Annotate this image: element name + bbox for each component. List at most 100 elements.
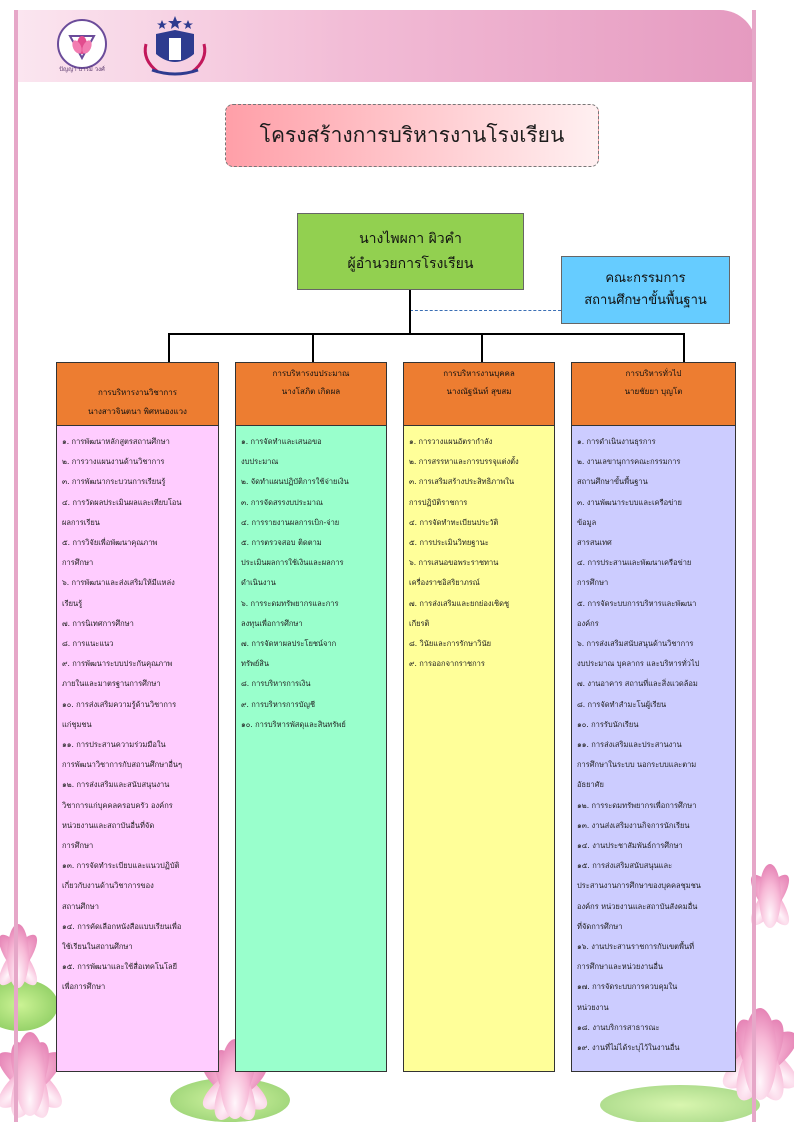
list-item: ๔. การจัดทำทะเบียนประวัติ xyxy=(409,517,499,527)
board-line2: สถานศึกษาขั้นพื้นฐาน xyxy=(584,293,707,308)
list-item: ๕. การประเมินวิทยฐานะ xyxy=(409,538,489,548)
list-item: ๓. การจัดสรรงบประมาณ xyxy=(241,497,323,507)
list-item: ๓. การเสริมสร้างประสิทธิภาพใน xyxy=(409,477,515,487)
column-header: การบริหารทั่วไป นายชัยยา บุญโต xyxy=(572,363,735,425)
director-name: นางไพผกา ผิวคำ xyxy=(359,231,462,247)
column-head-person: นางสาวจินตนา พิศหนองแวง xyxy=(88,406,187,416)
list-item: ๕. การตรวจสอบ ติดตาม xyxy=(241,538,322,548)
list-item: ๑. การพัฒนาหลักสูตรสถานศึกษา xyxy=(62,437,170,446)
list-item: ๖. การระดมทรัพยากรและการ xyxy=(241,598,339,608)
list-item: งบประมาณ xyxy=(241,457,279,467)
school-logo-icon xyxy=(57,19,107,69)
list-item: ๑๖. งานประสานราชการกับเขตพื้นที่ xyxy=(577,942,695,952)
list-item: ๕. การจัดระบบการบริหารและพัฒนา xyxy=(577,598,697,608)
list-item: ๑๐. การส่งเสริมความรู้ด้านวิชาการ xyxy=(62,699,177,709)
connector-drop-2 xyxy=(312,333,314,362)
list-item: องค์กร หน่วยงานและสถาบันสังคมอื่น xyxy=(577,901,698,911)
connector-horizontal xyxy=(168,333,685,335)
column-header: การบริหารงบประมาณ นางโสภิต เกิดผล xyxy=(236,363,386,425)
list-item: ๒. การวางแผนงานด้านวิชาการ xyxy=(62,457,165,467)
connector-drop-1 xyxy=(168,333,170,362)
list-item: ๗. การส่งเสริมและยกย่องเชิดชู xyxy=(409,598,510,608)
list-item: ภายในและมาตรฐานการศึกษา xyxy=(62,679,161,689)
list-item: ๔. การวัดผลประเมินผลและเทียบโอน xyxy=(62,497,182,507)
column-academic: การบริหารงานวิชาการ นางสาวจินตนา พิศหนอง… xyxy=(56,362,219,1072)
column-heading: การบริหารงบประมาณ xyxy=(272,369,350,378)
column-head-person: นางณัฐนันท์ สุขสม xyxy=(446,387,512,397)
list-item: ๑. การวางแผนอัตรากำลัง xyxy=(409,437,493,446)
list-item: เครื่องราชอิสริยาภรณ์ xyxy=(409,578,480,588)
list-item: เพื่อการศึกษา xyxy=(62,982,106,992)
list-item: ๑๕. การพัฒนาและใช้สื่อเทคโนโลยี xyxy=(62,962,178,972)
connector-trunk xyxy=(409,290,411,334)
list-item: ทรัพย์สิน xyxy=(241,659,270,669)
list-item: ๑๒. การส่งเสริมและสนับสนุนงาน xyxy=(62,780,170,790)
list-item: เกี่ยวกับงานด้านวิชาการของ xyxy=(62,881,154,891)
list-item: หน่วยงาน xyxy=(577,1002,609,1012)
director-box: นางไพผกา ผิวคำ ผู้อำนวยการโรงเรียน xyxy=(297,213,524,290)
list-item: ๑๑. การประสานความร่วมมือใน xyxy=(62,740,166,750)
list-item: ๙. การออกจากราชการ xyxy=(409,659,485,669)
list-item: ๒. จัดทำแผนปฏิบัติการใช้จ่ายเงิน xyxy=(241,477,349,487)
list-item: ๑๓. งานส่งเสริมงานกิจการนักเรียน xyxy=(577,820,690,830)
list-item: ข้อมูล xyxy=(577,517,597,527)
column-head-person: นางโสภิต เกิดผล xyxy=(281,387,341,397)
list-item: การปฏิบัติราชการ xyxy=(409,497,468,507)
list-item: หน่วยงานและสถาบันอื่นที่จัด xyxy=(62,820,155,830)
list-item: งบประมาณ บุคลากร และบริหารทั่วไป xyxy=(577,659,700,669)
list-item: ๑๕. การส่งเสริมสนับสนุนและ xyxy=(577,861,673,871)
list-item: การศึกษา xyxy=(62,558,94,568)
list-item: ๘. การบริหารการเงิน xyxy=(241,679,311,689)
list-item: ๑๗. การจัดระบบการควบคุมใน xyxy=(577,982,678,992)
list-item: การศึกษาในระบบ นอกระบบและตาม xyxy=(577,760,697,770)
list-item: ๖. การเสนอขอพระราชทาน xyxy=(409,558,499,568)
list-item: ๑๘. งานบริการสาธารณะ xyxy=(577,1022,660,1032)
list-item: ๑๑. การส่งเสริมและประสานงาน xyxy=(577,740,682,750)
director-position: ผู้อำนวยการโรงเรียน xyxy=(347,255,474,272)
list-item: ๕. การวิจัยเพื่อพัฒนาคุณภาพ xyxy=(62,538,158,548)
column-head-person: นายชัยยา บุญโต xyxy=(624,387,683,397)
list-item: ประเมินผลการใช้เงินและผลการ xyxy=(241,558,344,568)
connector-drop-3 xyxy=(481,333,483,362)
list-item: ๖. การพัฒนาและส่งเสริมให้มีแหล่ง xyxy=(62,578,175,588)
list-item: องค์กร xyxy=(577,618,599,628)
column-body: ๑. การดำเนินงานธุรการ๒. งานเลขานุการคณะก… xyxy=(572,425,735,1071)
list-item: ๔. การรายงานผลการเบิก-จ่าย xyxy=(241,517,340,527)
page-title: โครงสร้างการบริหารงานโรงเรียน xyxy=(259,123,565,147)
column-budget: การบริหารงบประมาณ นางโสภิต เกิดผล ๑. การ… xyxy=(235,362,387,1072)
list-item: ๗. การจัดหาผลประโยชน์จาก xyxy=(241,639,337,649)
list-item: สถานศึกษาขั้นพื้นฐาน xyxy=(577,477,648,487)
list-item: วิชาการแก่บุคคลครอบครัว องค์กร xyxy=(62,800,173,810)
list-item: ๒. งานเลขานุการคณะกรรมการ xyxy=(577,457,681,467)
list-item: ๖. การส่งเสริมสนับสนุนด้านวิชาการ xyxy=(577,639,694,649)
list-item: การศึกษาและหน่วยงานอื่น xyxy=(577,962,664,972)
column-heading: การบริหารทั่วไป xyxy=(625,369,682,378)
header-banner xyxy=(14,10,756,82)
list-item: ลงทุนเพื่อการศึกษา xyxy=(241,618,303,628)
column-general: การบริหารทั่วไป นายชัยยา บุญโต ๑. การดำเ… xyxy=(571,362,736,1072)
page-frame xyxy=(14,10,756,1122)
list-item: ๗. การนิเทศการศึกษา xyxy=(62,618,134,628)
list-item: ๘. การจัดทำสำมะโนผู้เรียน xyxy=(577,699,667,709)
column-body: ๑. การพัฒนาหลักสูตรสถานศึกษา๒. การวางแผน… xyxy=(57,425,218,1071)
list-item: ๑๐. การบริหารพัสดุและสินทรัพย์ xyxy=(241,719,346,729)
list-item: ประสานงานการศึกษาของบุคคลชุมชน xyxy=(577,881,701,891)
list-item: ๑๙. งานที่ไม่ได้ระบุไว้ในงานอื่น xyxy=(577,1043,680,1053)
list-item: ๙. การบริหารการบัญชี xyxy=(241,699,316,709)
page-title-box: โครงสร้างการบริหารงานโรงเรียน xyxy=(225,104,599,167)
list-item: ผลการเรียน xyxy=(62,517,100,527)
column-body: ๑. การวางแผนอัตรากำลัง๒. การสรรหาและการบ… xyxy=(404,425,554,1071)
column-header: การบริหารงานบุคคล นางณัฐนันท์ สุขสม xyxy=(404,363,554,425)
list-item: สารสนเทศ xyxy=(577,538,612,548)
list-item: อัธยาศัย xyxy=(577,780,604,790)
column-personnel: การบริหารงานบุคคล นางณัฐนันท์ สุขสม ๑. ก… xyxy=(403,362,555,1072)
list-item: ที่จัดการศึกษา xyxy=(577,921,623,931)
list-item: เกียรติ xyxy=(409,618,430,628)
list-item: การพัฒนาวิชาการกับสถานศึกษาอื่นๆ xyxy=(62,760,183,770)
list-item: เรียนรู้ xyxy=(62,598,83,608)
list-item: ๓. งานพัฒนาระบบและเครือข่าย xyxy=(577,497,682,507)
list-item: ใช้เรียนในสถานศึกษา xyxy=(62,942,133,952)
column-heading: การบริหารงานบุคคล xyxy=(443,369,515,378)
list-item: การศึกษา xyxy=(577,578,609,588)
list-item: ๔. การประสานและพัฒนาเครือข่าย xyxy=(577,558,692,568)
